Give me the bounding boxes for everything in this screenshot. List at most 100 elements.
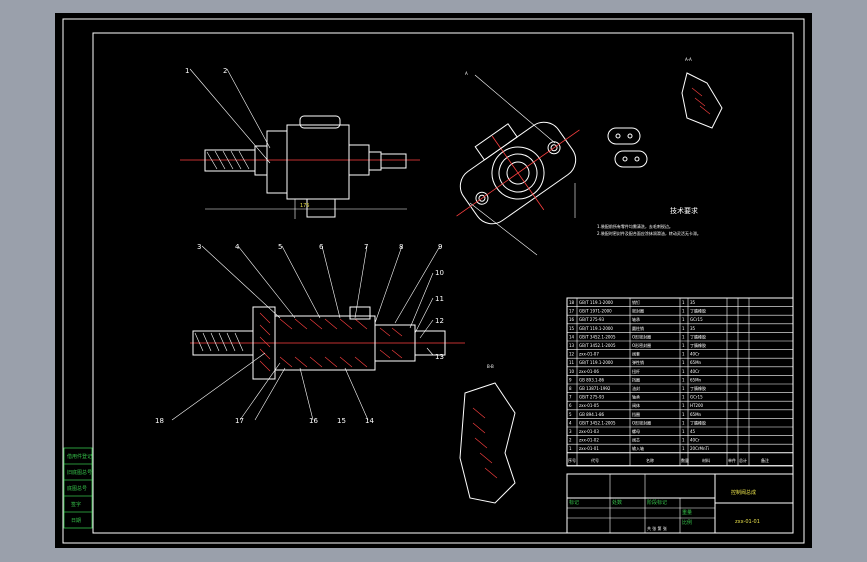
bom-cell: 螺母 (632, 428, 640, 434)
bom-cell: 6 (569, 403, 572, 408)
svg-text:175: 175 (300, 203, 310, 209)
technical-requirements: 技术要求 1.装配前所有零件均需清洗，去毛刺锐边。 2.装配时密封件及配合面应涂… (597, 206, 701, 236)
bom-cell: GB/T 3452.1-2005 (579, 420, 616, 425)
callout-13: 13 (435, 353, 444, 361)
bom-cell: zxx-01-01 (579, 446, 599, 451)
bom-cell: zxx-01-05 (579, 403, 599, 408)
bom-cell: GCr15 (690, 395, 703, 400)
callout-15: 15 (337, 417, 346, 425)
bom-cell: 轴承 (632, 316, 640, 322)
stamp-text-0: 借用件登记 (67, 453, 92, 460)
bom-cell: 丁腈橡胶 (690, 333, 706, 339)
bom-cell: O形密封圈 (632, 419, 651, 425)
bom-cell: 1 (682, 412, 685, 417)
bom-header-cell: 代号 (591, 457, 599, 463)
callout-2: 2 (223, 67, 227, 75)
bom-cell: 45 (690, 429, 696, 434)
bom-cell: GB 13871-1992 (579, 386, 611, 391)
bom-cell: GB 893.1-86 (579, 377, 605, 382)
bom-cell: O形密封圈 (632, 333, 651, 339)
callout-18: 18 (155, 417, 164, 425)
stamp-text-4: 日期 (71, 518, 81, 524)
bom-cell: 20CrMnTi (690, 446, 709, 451)
stage-scale: 比例 (682, 519, 692, 526)
bom-cell: 65Mn (690, 360, 702, 365)
bom-cell: 1 (682, 326, 685, 331)
bom-cell: 3 (569, 429, 572, 434)
callout-12: 12 (435, 317, 444, 325)
bom-cell: zxx-01-07 (579, 352, 599, 357)
bom-cell: 1 (682, 429, 685, 434)
bom-cell: 输入轴 (632, 445, 644, 451)
bom-cell: 1 (682, 403, 685, 408)
bom-cell: 10 (569, 369, 575, 374)
bom-cell: GB/T 275-93 (579, 317, 605, 322)
bom-cell: 密封圈 (632, 308, 644, 314)
section-b-detail: B-B (459, 364, 516, 504)
bom-cell: HT200 (690, 403, 704, 408)
sheet-count: 共 张 第 张 (647, 525, 667, 531)
svg-text:A: A (465, 71, 468, 76)
bom-cell: 35 (690, 300, 696, 305)
bom-cell: zxx-01-06 (579, 369, 599, 374)
drawing-sheet: 借用件登记 旧底图总号 底图总号 签字 日期 175 (55, 13, 812, 548)
bom-cell: 13 (569, 343, 575, 348)
bom-cell: 18 (569, 300, 575, 305)
stage-mark: 阶段标记 (647, 499, 667, 506)
tech-req-line-2: 2.装配时密封件及配合面应涂抹润滑油，转动灵活无卡滞。 (597, 230, 701, 236)
sign-mark: 标记 (569, 499, 579, 506)
bom-cell: 阀套 (632, 351, 640, 357)
bom-cell: 1 (682, 438, 685, 443)
section-label-a-a: A-A (685, 57, 692, 62)
slot-detail (607, 127, 648, 168)
bom-cell: 丁腈橡胶 (690, 308, 706, 314)
bom-cell: GB/T 3452.1-2005 (579, 343, 616, 348)
bom-cell: 1 (682, 446, 685, 451)
bom-cell: 1 (682, 386, 685, 391)
bom-cell: 丁腈橡胶 (690, 419, 706, 425)
bom-cell: 圆柱销 (632, 325, 644, 331)
section-view (190, 306, 465, 380)
stage-weight: 重量 (682, 509, 692, 516)
bom-cell: 35 (690, 326, 696, 331)
callout-1: 1 (185, 67, 189, 75)
sign-count: 处数 (612, 499, 622, 506)
bom-cell: 1 (682, 317, 685, 322)
front-view: 175 (180, 115, 420, 219)
callout-5: 5 (278, 243, 282, 251)
bom-cell: 17 (569, 309, 575, 314)
bom-cell: 1 (682, 420, 685, 425)
stamp-text-3: 签字 (71, 501, 81, 508)
bom-cell: GB/T 119.1-2000 (579, 326, 613, 331)
section-label-b-b: B-B (487, 364, 494, 369)
bom-cell: 1 (682, 377, 685, 382)
drawing-title: 控制阀总成 (731, 489, 756, 496)
bom-cell: 1 (682, 343, 685, 348)
side-stamp: 借用件登记 旧底图总号 底图总号 签字 日期 (63, 447, 93, 529)
bom-cell: 阀芯 (632, 437, 640, 443)
bom-cell: 阀体 (632, 402, 640, 408)
bom-header-cell: 数量 (681, 457, 689, 463)
bom-cell: 销钉 (632, 299, 640, 305)
bom-cell: GB/T 119.1-2000 (579, 360, 613, 365)
bom-cell: 1 (682, 309, 685, 314)
bom-cell: 16 (569, 317, 575, 322)
bom-cell: GB/T 119.1-2000 (579, 300, 613, 305)
bom-cell: 扭杆 (632, 368, 640, 374)
bom-cell: 轴承 (632, 394, 640, 400)
bom-cell: 65Mn (690, 377, 702, 382)
part-callouts: 1 2 3 4 5 6 7 8 9 10 11 12 13 14 15 16 1… (155, 67, 444, 425)
bom-cell: 40Cr (690, 438, 700, 443)
section-a-detail: A-A (681, 57, 723, 129)
